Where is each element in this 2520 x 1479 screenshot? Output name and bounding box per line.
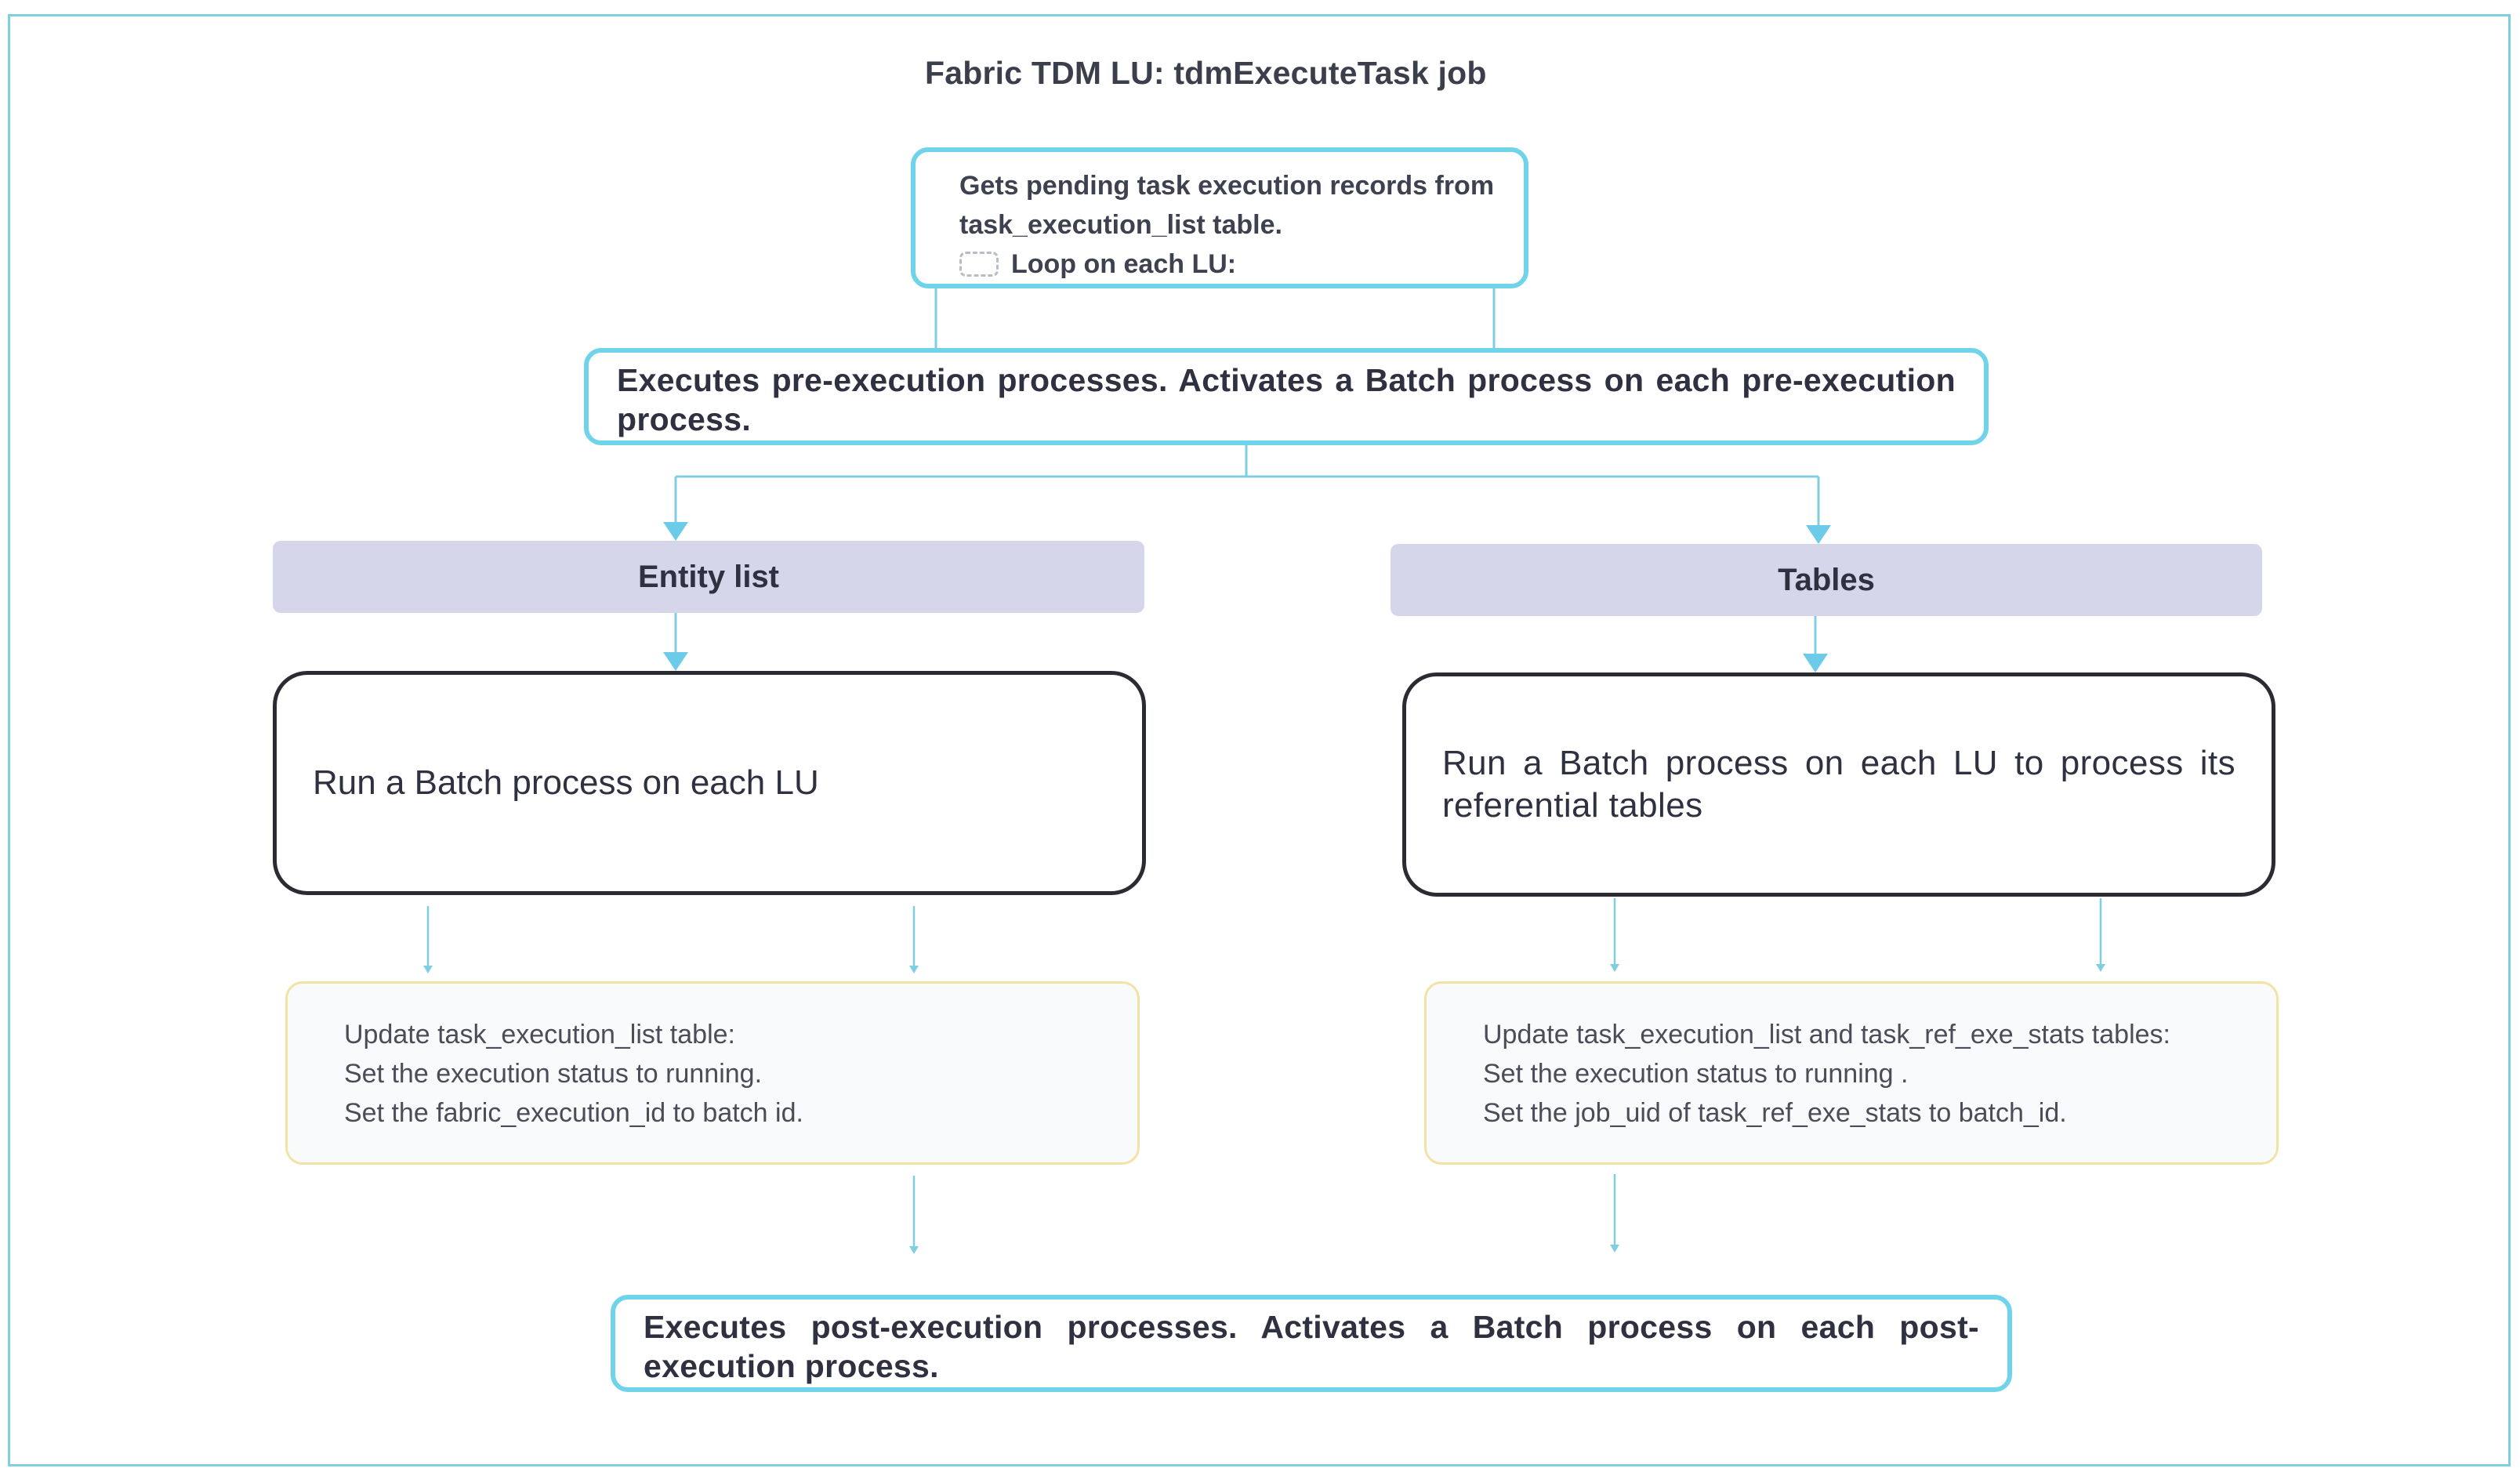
arrow-to-tables: [1806, 477, 1831, 544]
loop-label: Loop on each LU:: [1011, 249, 1237, 279]
pending-records-box: Gets pending task execution records from…: [911, 147, 1528, 288]
arrow-run-left-to-update-2: [909, 906, 919, 973]
entity-list-header: Entity list: [273, 541, 1144, 613]
update-left-line-3: Set the fabric_execution_id to batch id.: [344, 1098, 803, 1128]
post-execution-box: Executes post-execution processes. Activ…: [611, 1295, 2012, 1392]
update-right-line-1: Update task_execution_list and task_ref_…: [1483, 1020, 2170, 1049]
update-left-line-2: Set the execution status to running.: [344, 1059, 763, 1089]
diagram-frame: [8, 14, 2511, 1466]
update-execution-list-box: Update task_execution_list table: Set th…: [285, 981, 1140, 1165]
arrow-entity-list-to-run: [663, 613, 688, 671]
arrow-update-left-to-post: [909, 1176, 919, 1254]
run-batch-referential-text: Run a Batch process on each LU to proces…: [1442, 744, 2235, 825]
update-right-line-3: Set the job_uid of task_ref_exe_stats to…: [1483, 1098, 2067, 1128]
arrow-tables-to-run: [1803, 616, 1828, 672]
arrow-run-right-to-update-1: [1610, 898, 1619, 972]
diagram-title: Fabric TDM LU: tdmExecuteTask job: [925, 55, 1487, 91]
update-ref-stats-box: Update task_execution_list and task_ref_…: [1424, 981, 2279, 1165]
arrow-to-entity-list: [663, 477, 688, 541]
arrow-run-right-to-update-2: [2096, 898, 2105, 972]
post-execution-text: Executes post-execution processes. Activ…: [644, 1309, 1979, 1384]
tables-header: Tables: [1391, 544, 2262, 616]
loop-icon: [959, 252, 999, 277]
loop-row: Loop on each LU:: [959, 245, 1480, 284]
pre-execution-box: Executes pre-execution processes. Activa…: [584, 348, 1989, 445]
pending-records-line-1: Gets pending task execution records from: [959, 171, 1495, 201]
arrow-run-left-to-update-1: [423, 906, 433, 973]
run-batch-referential-box: Run a Batch process on each LU to proces…: [1402, 672, 2275, 897]
arrow-update-right-to-post: [1610, 1174, 1619, 1252]
update-left-line-1: Update task_execution_list table:: [344, 1020, 735, 1049]
run-batch-lu-box: Run a Batch process on each LU: [273, 671, 1146, 895]
pending-records-line-2: task_execution_list table.: [959, 210, 1282, 240]
update-right-line-2: Set the execution status to running .: [1483, 1059, 1909, 1089]
pre-execution-text: Executes pre-execution processes. Activa…: [617, 362, 1956, 437]
run-batch-lu-text: Run a Batch process on each LU: [313, 763, 819, 802]
